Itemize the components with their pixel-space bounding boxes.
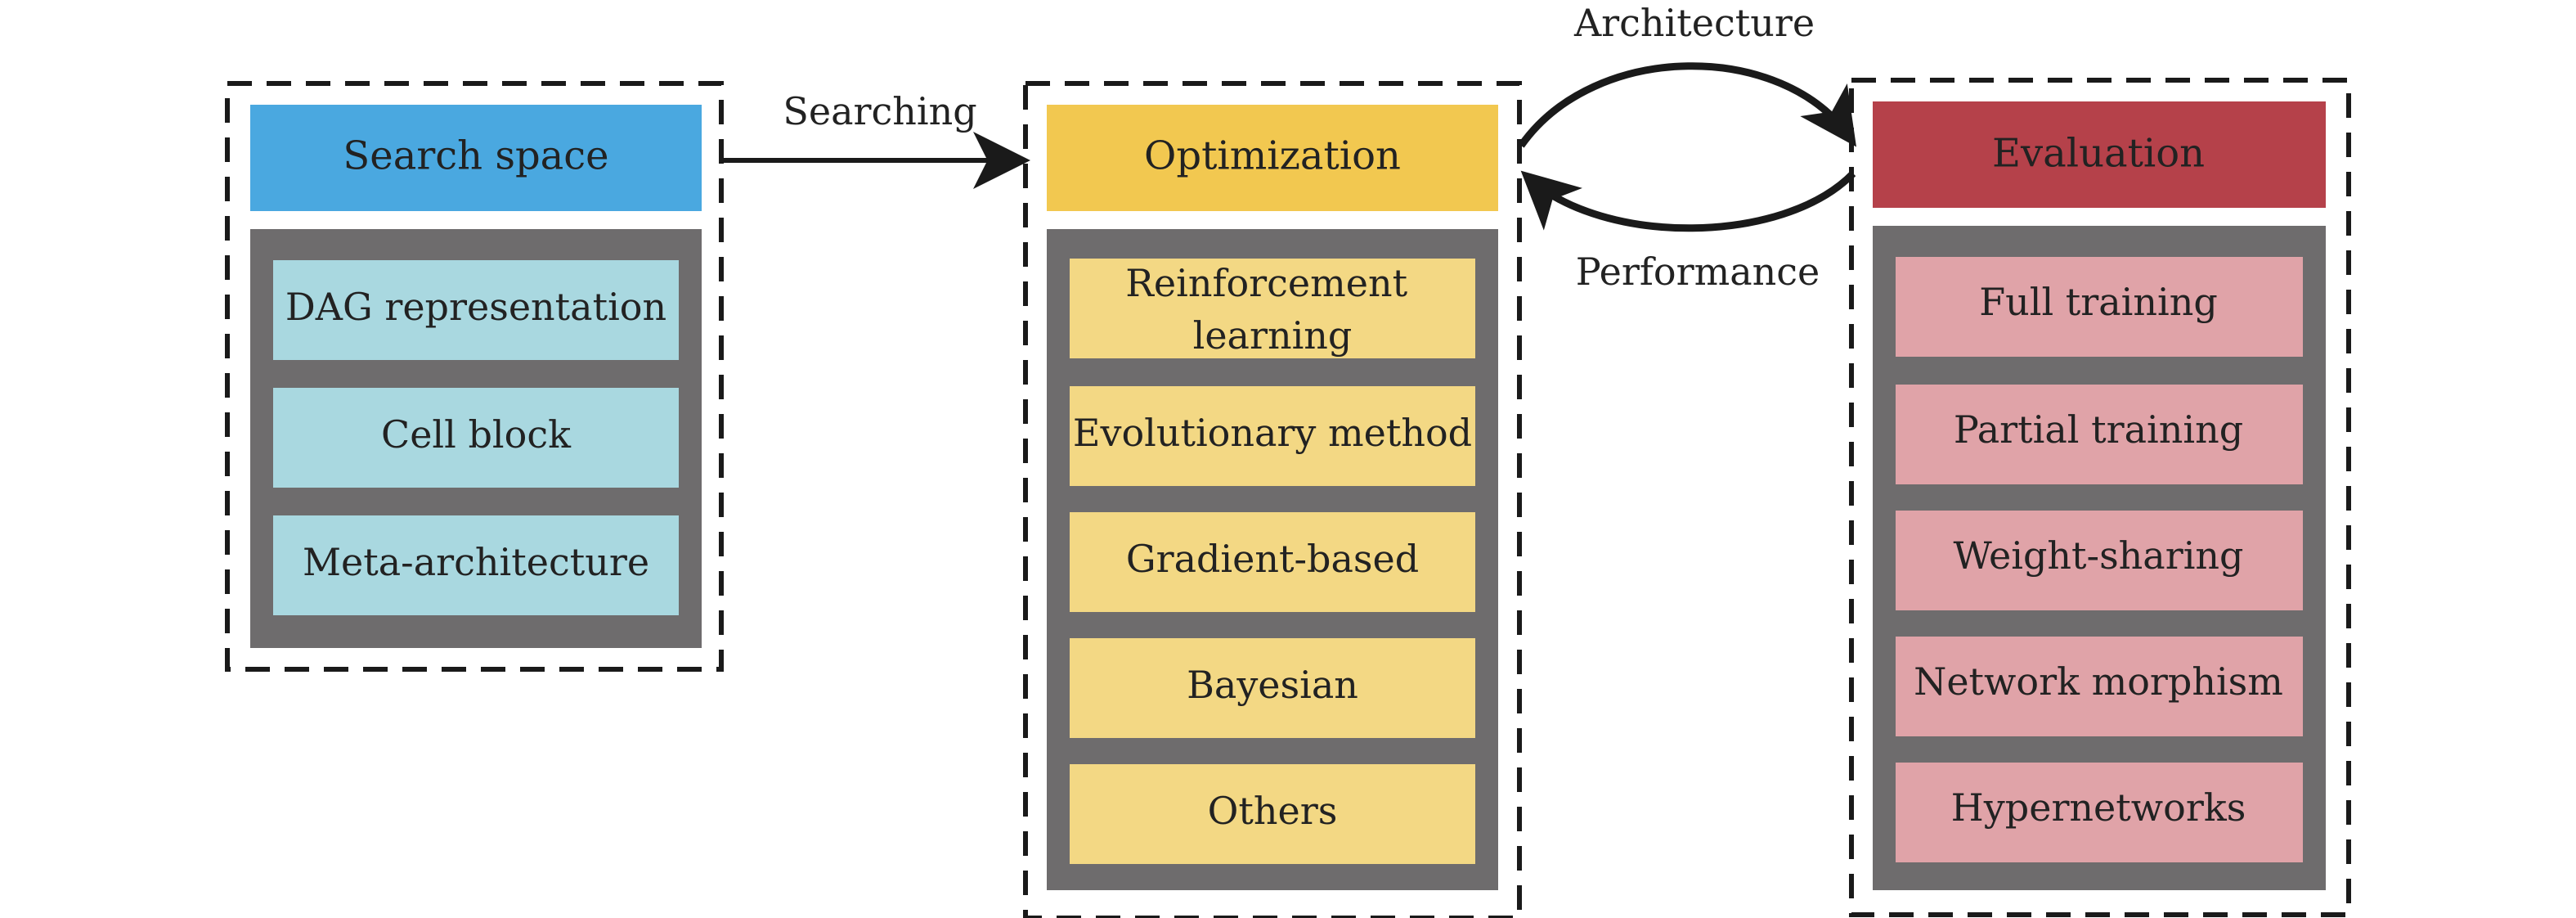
item-box bbox=[1070, 259, 1475, 358]
item-label: Bayesian bbox=[1187, 663, 1358, 707]
panel-optimization-title: Optimization bbox=[1144, 133, 1401, 179]
item-box bbox=[273, 388, 679, 488]
panel-evaluation-title: Evaluation bbox=[1992, 131, 2205, 177]
item-label: DAG representation bbox=[285, 285, 666, 329]
performance-arrow bbox=[1520, 170, 1856, 232]
item-box bbox=[1896, 637, 2303, 736]
architecture-label: Architecture bbox=[1573, 1, 1815, 45]
item-box bbox=[1070, 638, 1475, 738]
panel-evaluation-header bbox=[1873, 101, 2326, 208]
item-label: Meta-architecture bbox=[303, 540, 649, 584]
item-label: Others bbox=[1208, 789, 1338, 833]
item-box bbox=[273, 515, 679, 615]
item-box bbox=[1070, 386, 1475, 486]
panel-evaluation-border bbox=[1849, 78, 2351, 917]
panel-optimization-header bbox=[1047, 105, 1498, 211]
item-label: Reinforcement learning bbox=[1125, 261, 1419, 358]
panel-search-space-header bbox=[250, 105, 702, 211]
panel-optimization-border bbox=[1023, 81, 1522, 918]
item-box bbox=[1896, 257, 2303, 357]
item-label-line: learning bbox=[1193, 313, 1353, 358]
panel-search-space: Search space DAG representation Cell blo… bbox=[225, 81, 724, 672]
item-label: Hypernetworks bbox=[1951, 785, 2246, 830]
panel-evaluation: Evaluation Full training Partial trainin… bbox=[1849, 78, 2351, 917]
edge-performance: Performance bbox=[1520, 170, 1856, 294]
item-label-line: Reinforcement bbox=[1125, 261, 1407, 305]
item-label: Partial training bbox=[1954, 407, 2243, 452]
item-label: Full training bbox=[1979, 280, 2218, 324]
item-label: Evolutionary method bbox=[1073, 411, 1472, 455]
searching-label: Searching bbox=[783, 89, 976, 133]
item-box bbox=[1896, 763, 2303, 862]
performance-label: Performance bbox=[1576, 250, 1820, 294]
item-label: Weight-sharing bbox=[1954, 533, 2244, 578]
item-label: Gradient-based bbox=[1126, 537, 1419, 581]
edge-architecture: Architecture bbox=[1518, 1, 1857, 148]
panel-optimization: Optimization Reinforcement learning Evol… bbox=[1023, 81, 1522, 918]
panel-search-space-border bbox=[225, 81, 724, 672]
item-box bbox=[1896, 511, 2303, 610]
item-box bbox=[1896, 385, 2303, 484]
item-box bbox=[1070, 764, 1475, 864]
edge-searching: Searching bbox=[721, 89, 1030, 189]
item-label: Network morphism bbox=[1914, 659, 2283, 704]
item-box bbox=[273, 260, 679, 360]
item-box bbox=[1070, 512, 1475, 612]
architecture-arrow bbox=[1518, 62, 1857, 148]
item-label: Cell block bbox=[381, 412, 572, 457]
panel-search-space-title: Search space bbox=[343, 133, 608, 179]
